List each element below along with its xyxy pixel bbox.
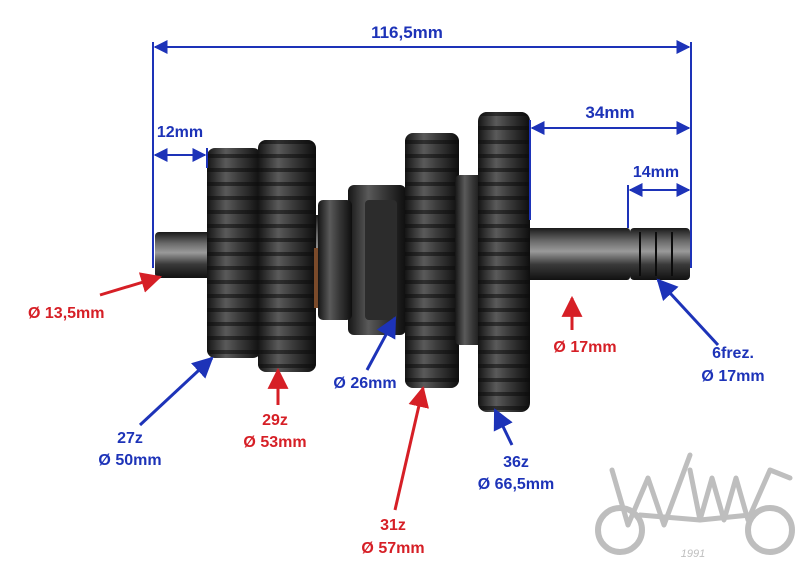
label-gear2-teeth: 29z — [262, 412, 288, 429]
narrow-mid-gear — [455, 175, 483, 345]
labels: 116,5mm 12mm 34mm 14mm Ø 13,5mm 27z Ø 50… — [28, 23, 765, 557]
label-gear1-teeth: 27z — [117, 430, 143, 447]
label-right-section-length: 34mm — [585, 103, 634, 122]
right-shaft-end — [525, 228, 630, 280]
arrow-gear-31z — [393, 385, 430, 511]
arrow-left-shaft — [99, 272, 163, 297]
label-left-shaft-dia: Ø 13,5mm — [28, 305, 104, 322]
arrow-gear-36z — [493, 408, 514, 446]
label-left-end-length: 12mm — [157, 124, 203, 141]
hub-ring — [365, 200, 397, 320]
left-shaft-end — [155, 232, 215, 278]
label-hub-dia: Ø 26mm — [333, 375, 396, 392]
arrow-spline — [656, 278, 720, 347]
label-right-shaft-dia: Ø 17mm — [553, 339, 616, 356]
arrow-gear-27z — [138, 356, 214, 427]
watermark-logo: 1991 — [595, 452, 795, 560]
spline-grooves — [639, 232, 673, 276]
callout-arrows — [99, 272, 720, 511]
gear-shaft-part — [155, 112, 690, 412]
arrow-hub — [365, 316, 397, 371]
label-overall-length: 116,5mm — [371, 23, 443, 42]
label-gear2-dia: Ø 53mm — [243, 434, 306, 451]
label-gear4-teeth: 36z — [503, 454, 529, 471]
label-gear3-dia: Ø 57mm — [361, 540, 424, 557]
label-spline-length: 14mm — [633, 164, 679, 181]
logo-year: 1991 — [681, 548, 705, 560]
label-gear4-dia: Ø 66,5mm — [478, 476, 554, 493]
dimension-lines — [152, 40, 692, 268]
label-spline-dia: Ø 17mm — [701, 368, 764, 385]
splined-end — [630, 228, 690, 280]
small-inner-gear — [318, 200, 352, 320]
label-spline-count: 6frez. — [712, 345, 754, 362]
label-gear3-teeth: 31z — [380, 517, 406, 534]
label-gear1-dia: Ø 50mm — [98, 452, 161, 469]
